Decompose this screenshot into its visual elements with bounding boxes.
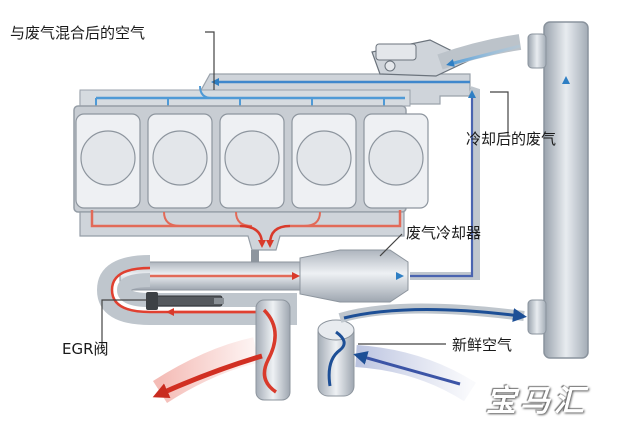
watermark-logo: 宝马汇 xyxy=(486,384,588,419)
fresh-air-inlet xyxy=(317,303,527,402)
cooled-exhaust-line xyxy=(410,86,480,280)
label-cooled-exhaust: 冷却后的废气 xyxy=(466,130,557,148)
cylinder-4 xyxy=(291,113,357,209)
exhaust-manifold xyxy=(79,210,405,251)
label-fresh-air: 新鲜空气 xyxy=(452,336,513,354)
cylinder-2 xyxy=(147,113,213,209)
cylinder-3 xyxy=(219,113,285,209)
label-mixed-air: 与废气混合后的空气 xyxy=(10,24,146,42)
egr-valve-icon xyxy=(146,292,224,310)
egr-cooler xyxy=(119,249,409,303)
intake-manifold xyxy=(79,73,471,116)
intake-throttle-icon xyxy=(371,34,522,77)
engine-block xyxy=(73,105,429,213)
radiator-icon xyxy=(527,21,589,359)
cylinder-1 xyxy=(75,113,141,209)
cylinder-5 xyxy=(363,113,429,209)
label-egr-cooler: 废气冷却器 xyxy=(406,224,482,242)
label-egr-valve: EGR阀 xyxy=(62,340,109,358)
downpipe xyxy=(152,299,291,403)
leader-lines xyxy=(101,31,509,346)
